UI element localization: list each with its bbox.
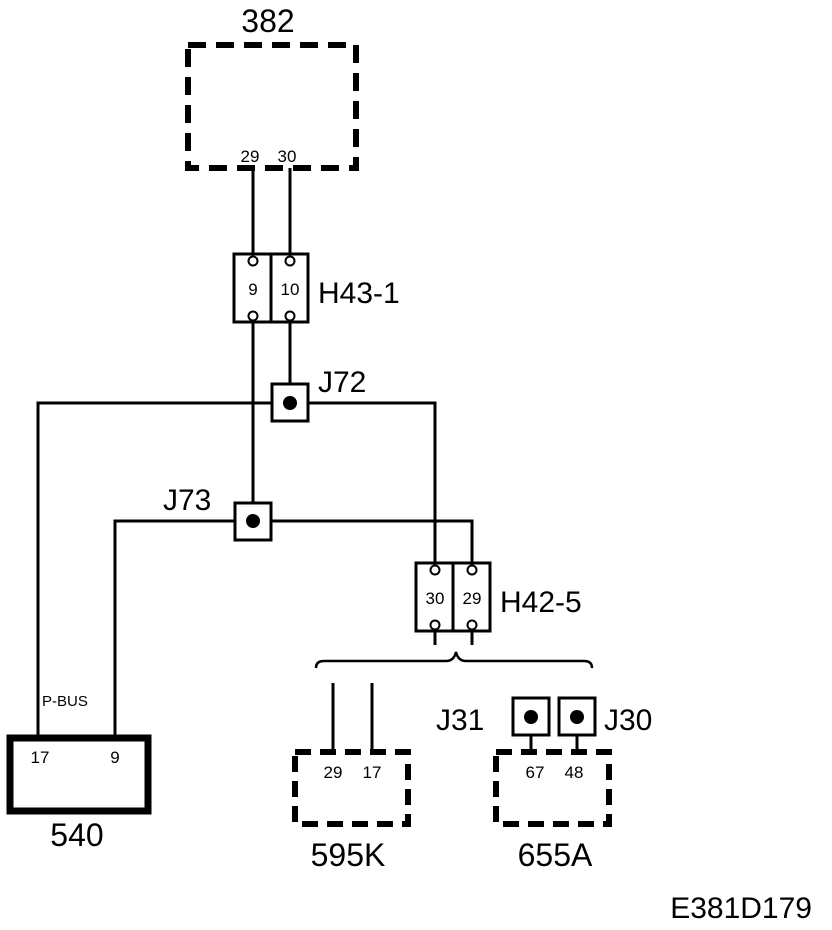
connector-h42-5-label: H42-5: [500, 586, 582, 619]
junction-j73: J73: [163, 484, 273, 542]
module-595k-pin-17: 17: [363, 763, 382, 782]
connector-h42-5-pin-30: 30: [426, 589, 445, 608]
module-382-pin-29: 29: [241, 147, 260, 166]
junction-j72-dot: [283, 396, 297, 410]
connector-h42-5: 30 29 H42-5: [414, 561, 582, 633]
junction-j72-label: J72: [318, 366, 366, 399]
connector-h43-1-label: H43-1: [318, 277, 400, 310]
module-540-bus-label: P-BUS: [42, 693, 88, 710]
branch-bracket: [314, 651, 594, 669]
junction-j31: J31: [436, 696, 551, 737]
module-382-label: 382: [241, 3, 294, 39]
module-540-pin-17: 17: [31, 748, 50, 767]
module-595k-box: [292, 749, 411, 827]
connector-h43-1-pin-9: 9: [248, 280, 257, 299]
figure-id: E381D179: [670, 892, 812, 925]
module-382-pin-30: 30: [278, 147, 297, 166]
module-655a-pin-48: 48: [565, 763, 584, 782]
module-540-label: 540: [50, 817, 103, 853]
junction-j30-label: J30: [604, 704, 652, 737]
junction-j73-label: J73: [163, 484, 211, 517]
module-655a-label: 655A: [518, 837, 593, 873]
connector-h43-1-pin-10: 10: [281, 280, 300, 299]
junction-j31-label: J31: [436, 704, 484, 737]
junction-j72: J72: [270, 366, 366, 423]
module-382-box: [185, 42, 359, 171]
junction-j30-dot: [570, 710, 584, 724]
module-655a: 67 48 655A: [493, 749, 612, 873]
module-540: P-BUS 17 9 540: [6, 693, 152, 853]
wire-j73-bus: [113, 519, 474, 738]
wire-j72-bus: [36, 401, 437, 738]
junction-j30-box: [557, 696, 597, 737]
module-595k-pin-29: 29: [324, 763, 343, 782]
module-655a-box: [493, 749, 612, 827]
junction-j31-dot: [524, 710, 538, 724]
module-382: 382 29 30: [185, 3, 359, 171]
connector-h42-5-pin-29: 29: [463, 589, 482, 608]
connector-h43-1: 9 10 H43-1: [232, 252, 400, 324]
module-540-pin-9: 9: [110, 748, 119, 767]
junction-j73-dot: [246, 514, 260, 528]
module-655a-pin-67: 67: [526, 763, 545, 782]
junction-j30: J30: [557, 696, 652, 737]
module-595k: 29 17 595K: [292, 749, 411, 873]
module-540-box: [6, 734, 152, 815]
module-595k-label: 595K: [311, 837, 386, 873]
